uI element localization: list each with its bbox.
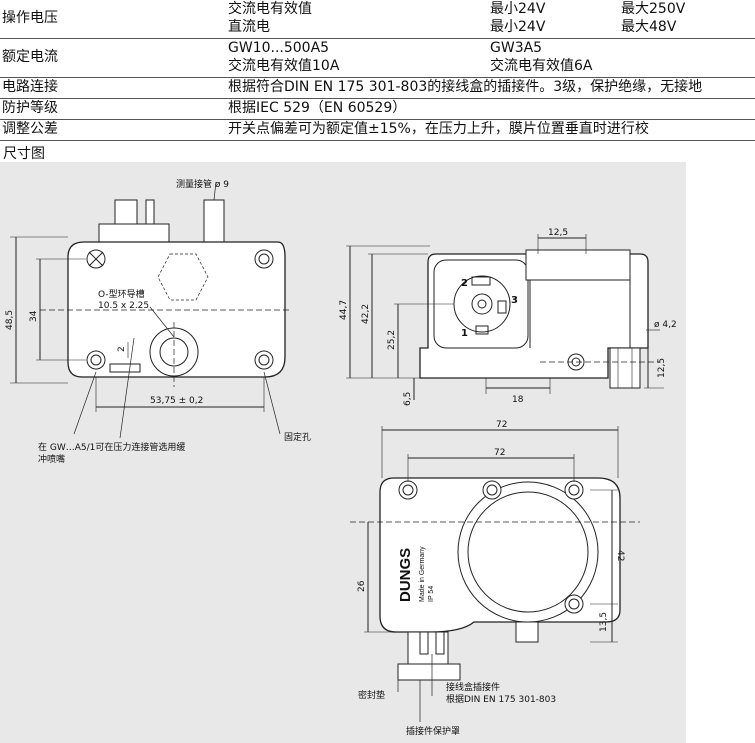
oring-groove-label: O-型环导槽: [98, 288, 145, 300]
front-view: [10, 181, 290, 439]
dim-42-2: 42,2: [361, 304, 371, 324]
note-line-2: 冲喷嘴: [38, 453, 65, 465]
made-in-label: Made in Germany: [419, 546, 426, 602]
cell: 最大48V: [621, 19, 677, 35]
dim-53-75: 53,75 ± 0,2: [150, 396, 203, 406]
dim-dia-4-2: ø 4,2: [654, 320, 677, 330]
fix-hole-label: 固定孔: [284, 431, 311, 443]
dim-72-outer: 72: [496, 420, 507, 430]
dim-25-2: 25,2: [387, 330, 397, 350]
side-view: [346, 234, 664, 400]
cell: 根据IEC 529（EN 60529）: [228, 100, 407, 116]
cell: 直流电: [228, 19, 270, 35]
dimension-drawing: 2 3 1 测量接管 ø 9 O-型环导槽 10.5 x 2.25 固定孔 在 …: [0, 162, 686, 743]
row-label: 电路连接: [2, 79, 58, 95]
dim-12-5-top: 12,5: [548, 228, 568, 238]
spec-row-voltage: 操作电压 交流电有效值 直流电 最小24V 最小24V 最大250V 最大48V: [0, 0, 755, 39]
ip-label: IP 54: [428, 586, 435, 602]
drawing-svg: 2 3 1 测量接管 ø 9 O-型环导槽 10.5 x 2.25 固定孔 在 …: [5, 178, 677, 737]
cell: 最大250V: [621, 1, 686, 17]
dim-42: 42: [615, 550, 625, 561]
pin-3-label: 3: [511, 295, 518, 306]
pin-1-label: 1: [461, 328, 468, 339]
dim-2: 2: [117, 346, 127, 352]
measure-port-label: 测量接管 ø 9: [176, 178, 229, 190]
drawing-caption: 尺寸图: [3, 146, 45, 162]
cell: 交流电有效值6A: [490, 58, 593, 74]
row-label: 调整公差: [2, 121, 58, 137]
cell: 开关点偏差可为额定值±15%，在压力上升，膜片位置垂直时进行校: [228, 121, 649, 137]
dim-26: 26: [357, 580, 367, 592]
bottom-view: [350, 426, 640, 722]
connector-plug-label: 接线盒插接件: [446, 681, 500, 693]
cell: 交流电有效值10A: [228, 58, 340, 74]
dungs-logo: DUNGS: [397, 548, 414, 602]
cell: 最小24V: [490, 19, 546, 35]
dim-18: 18: [512, 395, 524, 405]
cell: 根据符合DIN EN 175 301-803的接线盒的插接件。3级，保护绝缘，无…: [228, 79, 703, 95]
cell: 最小24V: [490, 1, 546, 17]
dim-13-5: 13,5: [599, 612, 609, 632]
oring-size-label: 10.5 x 2.25: [98, 301, 149, 311]
dim-44-7: 44,7: [339, 300, 349, 320]
dim-34: 34: [29, 310, 39, 322]
note-line-1: 在 GW…A5/1可在压力连接管选用缓: [38, 441, 185, 453]
dim-12-5-right: 12,5: [657, 358, 667, 378]
row-label: 额定电流: [2, 49, 58, 65]
row-label: 操作电压: [2, 10, 58, 26]
seal-label: 密封垫: [358, 689, 385, 701]
spec-row-tolerance: 调整公差 开关点偏差可为额定值±15%，在压力上升，膜片位置垂直时进行校: [0, 120, 755, 141]
cell: GW10...500A5: [228, 40, 330, 56]
spec-row-connection: 电路连接 根据符合DIN EN 175 301-803的接线盒的插接件。3级，保…: [0, 78, 755, 99]
cell: 交流电有效值: [228, 1, 312, 17]
spec-row-protection: 防护等级 根据IEC 529（EN 60529）: [0, 99, 755, 120]
plug-cover-label: 插接件保护罩: [406, 725, 460, 737]
row-label: 防护等级: [2, 100, 58, 116]
spec-row-current: 额定电流 GW10...500A5 交流电有效值10A GW3A5 交流电有效值…: [0, 39, 755, 78]
connector-standard-label: 根据DIN EN 175 301-803: [446, 693, 556, 705]
dim-72-inner: 72: [494, 448, 505, 458]
dim-48-5: 48,5: [5, 310, 15, 330]
cell: GW3A5: [490, 40, 543, 56]
pin-2-label: 2: [461, 278, 468, 289]
dim-6-5: 6,5: [403, 392, 413, 406]
